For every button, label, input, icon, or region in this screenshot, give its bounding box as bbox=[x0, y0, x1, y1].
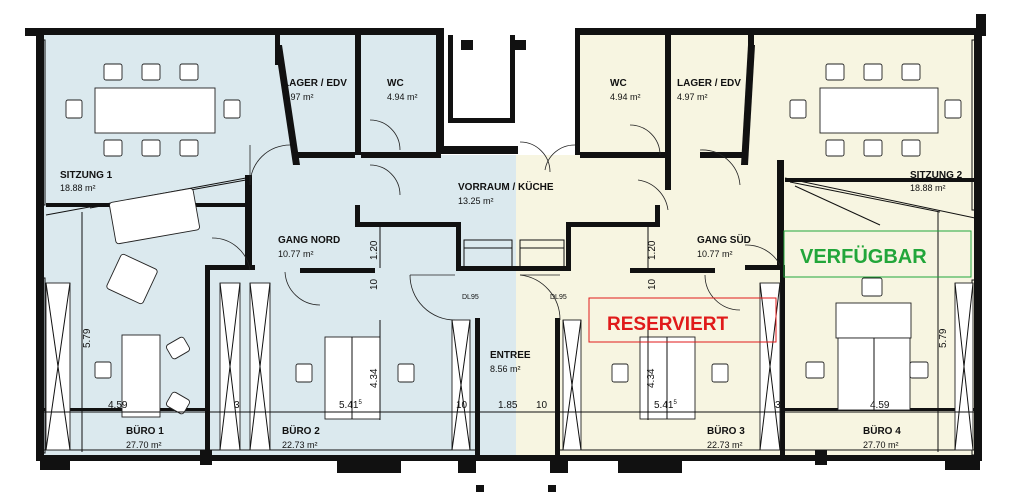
dim-b4-width: 4.59 bbox=[870, 400, 890, 411]
room-area: 4.97 m² bbox=[677, 92, 708, 102]
dimension-labels: 5.79 5.79 1.20 1.20 10 10 4.34 4.34 4.59… bbox=[82, 240, 949, 411]
room-name: BÜRO 1 bbox=[126, 424, 164, 437]
room-area: 10.77 m² bbox=[697, 249, 733, 259]
room-label-wc-right: WC 4.94 m² bbox=[610, 78, 641, 102]
room-label-entree: ENTREE 8.56 m² bbox=[490, 350, 531, 374]
room-name: WC bbox=[387, 78, 404, 89]
dim-wall-right: 10 bbox=[647, 278, 658, 290]
room-label-buero2: BÜRO 2 22.73 m² bbox=[282, 424, 320, 450]
dim-b3-width: 5.415 bbox=[654, 400, 677, 411]
dim-left-height: 5.79 bbox=[82, 328, 93, 348]
room-name: WC bbox=[610, 78, 627, 89]
sofa-icon bbox=[109, 188, 200, 245]
armchair-icon bbox=[106, 253, 158, 305]
dim-wall-left: 10 bbox=[369, 278, 380, 290]
dim-w10-b: 10 bbox=[536, 400, 548, 411]
room-area: 18.88 m² bbox=[60, 183, 96, 193]
room-area: 8.56 m² bbox=[490, 364, 521, 374]
room-label-buero3: BÜRO 3 22.73 m² bbox=[707, 424, 745, 450]
room-name: SITZUNG 1 bbox=[60, 170, 113, 181]
room-name: LAGER / EDV bbox=[283, 78, 347, 89]
room-name: VORRAUM / KÜCHE bbox=[458, 180, 554, 193]
room-area: 4.94 m² bbox=[387, 92, 418, 102]
room-name: LAGER / EDV bbox=[677, 78, 741, 89]
room-name: BÜRO 3 bbox=[707, 424, 745, 437]
diagonal-walls bbox=[45, 45, 976, 226]
furniture-left bbox=[45, 63, 513, 451]
doors bbox=[211, 119, 781, 321]
room-name: GANG NORD bbox=[278, 235, 340, 246]
available-label: VERFÜGBAR bbox=[800, 245, 927, 268]
room-area: 10.77 m² bbox=[278, 249, 314, 259]
dim-b2-depth: 4.34 bbox=[369, 368, 380, 388]
room-label-lager-left: LAGER / EDV 4.97 m² bbox=[283, 78, 347, 102]
furniture-right bbox=[519, 63, 974, 451]
dim-gang-left: 1.20 bbox=[369, 240, 380, 260]
dl-left: DL95 bbox=[462, 294, 479, 301]
room-label-sitzung1: SITZUNG 1 18.88 m² bbox=[60, 170, 113, 193]
dim-w3-left: 3 bbox=[234, 400, 240, 411]
room-area: 22.73 m² bbox=[707, 440, 743, 450]
room-name: ENTREE bbox=[490, 350, 531, 361]
room-label-vorraum: VORRAUM / KÜCHE 13.25 m² bbox=[458, 180, 554, 206]
available-tag: VERFÜGBAR bbox=[783, 230, 972, 278]
room-label-wc-left: WC 4.94 m² bbox=[387, 78, 418, 102]
room-area: 27.70 m² bbox=[863, 440, 899, 450]
dim-right-height: 5.79 bbox=[938, 328, 949, 348]
room-label-lager-right: LAGER / EDV 4.97 m² bbox=[677, 78, 741, 102]
room-area: 13.25 m² bbox=[458, 196, 494, 206]
room-label-buero1: BÜRO 1 27.70 m² bbox=[126, 424, 164, 450]
dim-b1-width: 4.59 bbox=[108, 400, 128, 411]
dimension-lines bbox=[44, 212, 976, 452]
office-chair-icon bbox=[65, 63, 241, 157]
room-name: BÜRO 2 bbox=[282, 424, 320, 437]
room-area: 18.88 m² bbox=[910, 183, 946, 193]
room-label-gang-nord: GANG NORD 10.77 m² bbox=[278, 235, 340, 259]
outer-walls bbox=[25, 14, 986, 492]
reserved-label: RESERVIERT bbox=[607, 314, 728, 335]
dim-b2-width: 5.415 bbox=[339, 400, 362, 411]
room-label-sitzung2: SITZUNG 2 18.88 m² bbox=[910, 170, 963, 193]
room-area: 4.94 m² bbox=[610, 92, 641, 102]
dim-gang-right: 1.20 bbox=[647, 240, 658, 260]
reserved-tag: RESERVIERT bbox=[588, 297, 777, 343]
dim-b3-depth: 4.34 bbox=[646, 368, 657, 388]
room-label-buero4: BÜRO 4 27.70 m² bbox=[863, 424, 901, 450]
room-name: BÜRO 4 bbox=[863, 424, 901, 437]
room-name: SITZUNG 2 bbox=[910, 170, 963, 181]
dim-entree-width: 1.85 bbox=[498, 400, 518, 411]
dl-right: DL95 bbox=[550, 294, 567, 301]
room-name: GANG SÜD bbox=[697, 233, 751, 246]
room-area: 27.70 m² bbox=[126, 440, 162, 450]
room-area: 4.97 m² bbox=[283, 92, 314, 102]
room-label-gang-sued: GANG SÜD 10.77 m² bbox=[697, 233, 751, 259]
room-area: 22.73 m² bbox=[282, 440, 318, 450]
dim-w10-a: 10 bbox=[456, 400, 468, 411]
dim-w3-right: 3 bbox=[775, 400, 781, 411]
